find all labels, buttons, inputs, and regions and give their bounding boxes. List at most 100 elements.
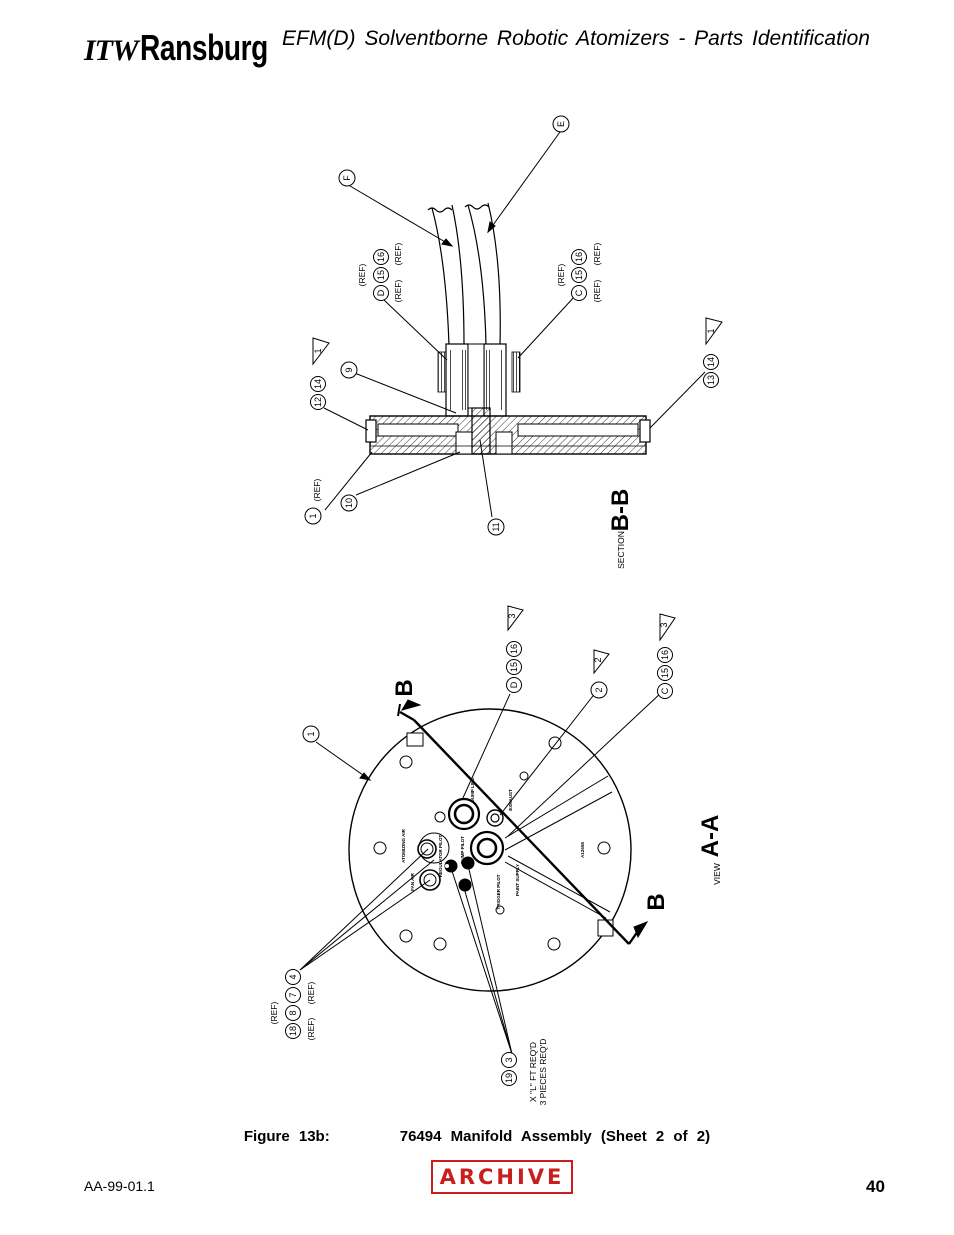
flag-3b-text: 3 (659, 622, 669, 627)
archive-stamp: ARCHIVE (431, 1160, 573, 1194)
callout-8-text: 8 (288, 1010, 298, 1015)
callout-c-15-16-15 (571, 267, 587, 283)
manifold-ports (417, 797, 505, 892)
callout-c-15-16-c (571, 285, 587, 301)
callout-1-view (302, 725, 320, 743)
hose-note-line1: X "L" FT REQ'D (528, 1042, 538, 1102)
callout-3 (501, 1052, 517, 1068)
logo-name: Ransburg (139, 27, 268, 68)
ref-d-top: (REF) (357, 264, 367, 287)
hose-note-line2: 3 PIECES REQ'D (538, 1039, 548, 1106)
section-marker-top: B (391, 679, 418, 696)
callout-4 (285, 969, 301, 985)
callout-1-section (304, 507, 322, 525)
document-number: AA-99-01.1 (84, 1178, 155, 1194)
view-callout-text: 1 D 15 16 2 C 15 16 18 8 7 4 19 3 3 2 3 (288, 613, 670, 1083)
callout-11-text: 11 (491, 522, 501, 531)
page-header: ITW Ransburg EFM(D) Solventborne Robotic… (0, 0, 954, 80)
section-prefix: SECTION (616, 531, 626, 569)
section-flags (312, 317, 723, 366)
ref-1: (REF) (312, 479, 322, 502)
callout-c-view-text: C (660, 687, 670, 694)
callout-c-view-15 (657, 665, 673, 681)
hose-lines (427, 202, 501, 346)
flag-3a-text: 3 (507, 613, 517, 618)
callout-13 (703, 372, 719, 388)
ref-4-bottom: (REF) (306, 982, 316, 1005)
document-title: EFM(D) Solventborne Robotic Atomizers - … (282, 27, 870, 50)
callout-c-view-c (657, 683, 673, 699)
sector-lines (504, 775, 613, 919)
callout-2-view (590, 681, 608, 699)
ref-d-left: (REF) (393, 280, 403, 303)
callout-d-view-d (506, 677, 522, 693)
callout-c16-view-text: 16 (660, 650, 670, 660)
figure-caption: Figure 13b:76494 Manifold Assembly (Shee… (0, 1128, 954, 1145)
callout-18-text: 18 (288, 1026, 298, 1036)
callout-2-view-text: 2 (594, 687, 604, 692)
callout-c-15-16-16 (571, 249, 587, 265)
callout-19-text: 19 (504, 1073, 514, 1083)
hose-fittings (437, 343, 521, 417)
callout-e-text: E (556, 121, 566, 127)
callout-1-text: 1 (308, 513, 318, 518)
callout-1-view-text: 1 (306, 731, 316, 736)
callout-c-text: C (574, 289, 584, 296)
figure-number: Figure 13b: (243, 1128, 330, 1145)
callout-19 (501, 1070, 517, 1086)
callout-7-text: 7 (288, 992, 298, 997)
view-callouts (285, 641, 673, 1086)
locating-tab-top (406, 732, 424, 747)
ref-18-bottom: (REF) (306, 1018, 316, 1041)
callout-10-text: 10 (344, 498, 354, 508)
view-ref-text: (REF) (REF) (REF) (269, 982, 316, 1041)
callout-8 (285, 1005, 301, 1021)
port-dump-line: DUMP LINE (470, 778, 475, 803)
callout-d-15-16-16 (373, 249, 389, 265)
port-exhaust: EXHAUST (508, 789, 513, 811)
view-aa: DUMP LINE EXHAUST ATOMIZING AIR REGULATO… (269, 605, 724, 1106)
callout-10 (340, 494, 358, 512)
callout-d-15-16-15 (373, 267, 389, 283)
flag-1b-text: 1 (706, 328, 716, 333)
port-part-no: A12658 (580, 842, 585, 858)
section-leaders (323, 131, 706, 518)
callout-c15-view-text: 15 (660, 668, 670, 678)
view-flags (507, 605, 676, 675)
port-atomizing-air: ATOMIZING AIR (401, 828, 406, 862)
section-marker-bottom: B (643, 893, 670, 910)
callout-16-text: 16 (376, 252, 386, 262)
callout-15-text: 15 (376, 270, 386, 280)
ref-d-right: (REF) (393, 243, 403, 266)
port-labels: DUMP LINE EXHAUST ATOMIZING AIR REGULATO… (401, 778, 585, 910)
port-dump-pilot: DUMP PILOT (460, 836, 465, 864)
callout-c-view-16 (657, 647, 673, 663)
section-cut-line (397, 699, 649, 945)
callout-e (552, 115, 570, 133)
callout-d-view-15 (506, 659, 522, 675)
callout-3-text: 3 (504, 1057, 514, 1062)
port-trigger-pilot: TRIGGER PILOT (496, 874, 501, 909)
locating-tab-bottom (597, 919, 614, 937)
callout-14a-text: 14 (313, 379, 323, 389)
port-fan-air: FAN AIR (410, 872, 415, 891)
port-paint-supply: PAINT SUPPLY (515, 864, 520, 896)
bolt-holes (373, 736, 611, 951)
section-label: B-B (607, 489, 634, 532)
manifold-plate-section (365, 407, 651, 455)
callout-14b-text: 14 (706, 357, 716, 367)
callout-7 (285, 987, 301, 1003)
manifold-plate (348, 708, 632, 992)
callout-14a (310, 376, 326, 392)
page-number: 40 (866, 1177, 885, 1196)
callout-f (338, 169, 356, 187)
callout-13-text: 13 (706, 375, 716, 385)
itw-ransburg-logo: ITW Ransburg (84, 20, 304, 66)
section-callouts (304, 115, 719, 536)
callout-d16-view-text: 16 (509, 644, 519, 654)
logo-prefix: ITW (84, 34, 139, 67)
callout-4-text: 4 (288, 974, 298, 979)
callout-9-text: 9 (344, 367, 354, 372)
flag-1-text: 1 (313, 348, 323, 353)
